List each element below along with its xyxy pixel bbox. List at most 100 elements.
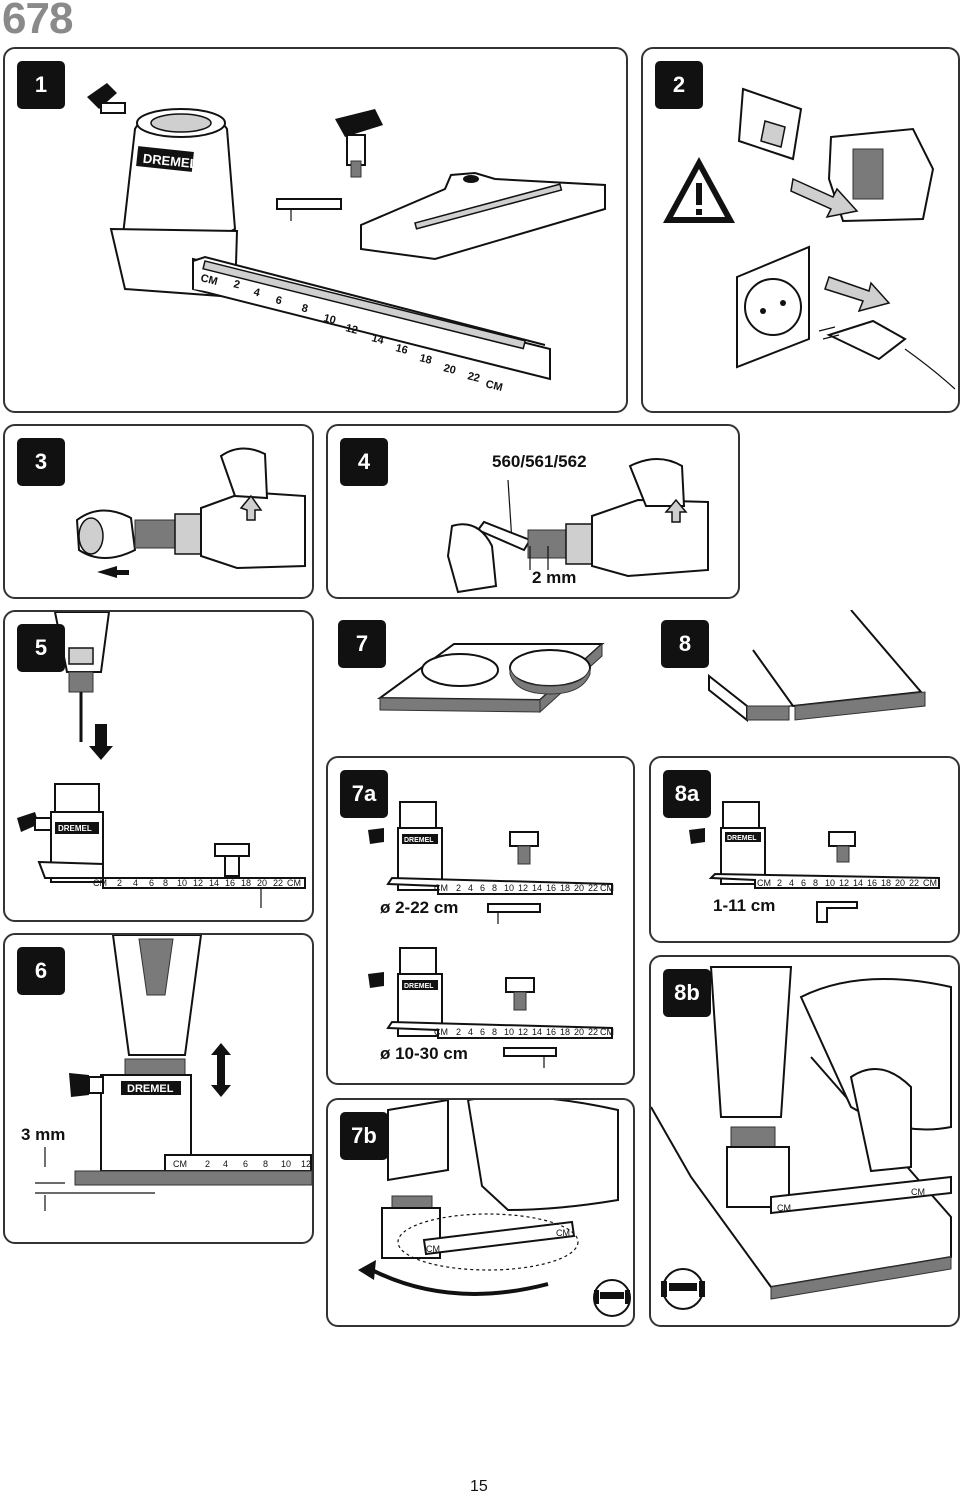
arrow-left-icon bbox=[97, 566, 117, 578]
svg-text:6: 6 bbox=[274, 294, 283, 307]
panel-step-8: 8 bbox=[649, 610, 956, 740]
svg-text:2: 2 bbox=[777, 878, 782, 888]
svg-text:12: 12 bbox=[193, 878, 203, 888]
svg-text:12: 12 bbox=[301, 1159, 311, 1169]
power-socket-icon bbox=[736, 245, 810, 369]
svg-text:CM: CM bbox=[923, 878, 937, 888]
svg-text:6: 6 bbox=[149, 878, 154, 888]
straight-cut-board-illustration bbox=[708, 610, 926, 723]
svg-text:4: 4 bbox=[468, 883, 473, 893]
bit-codes-label: 560/561/562 bbox=[492, 452, 587, 471]
svg-text:CM: CM bbox=[757, 878, 771, 888]
svg-text:6: 6 bbox=[480, 883, 485, 893]
svg-text:18: 18 bbox=[241, 878, 251, 888]
up-down-arrow-icon bbox=[211, 1043, 231, 1097]
svg-text:2: 2 bbox=[232, 278, 241, 291]
svg-text:18: 18 bbox=[881, 878, 891, 888]
warning-icon bbox=[663, 157, 735, 223]
svg-text:16: 16 bbox=[394, 342, 409, 357]
svg-text:CM: CM bbox=[911, 1187, 925, 1197]
svg-text:4: 4 bbox=[468, 1027, 473, 1037]
insert-bit-illustration bbox=[446, 458, 709, 594]
svg-text:CM: CM bbox=[600, 1027, 614, 1037]
svg-text:CM: CM bbox=[173, 1159, 187, 1169]
step-badge: 8b bbox=[663, 969, 711, 1017]
svg-text:CM: CM bbox=[556, 1228, 570, 1238]
diameter-range-small: ø 2-22 cm bbox=[380, 898, 459, 917]
step-badge: 7 bbox=[338, 620, 386, 668]
svg-text:6: 6 bbox=[480, 1027, 485, 1037]
clamp-knob-icon bbox=[87, 83, 117, 109]
svg-text:DREMEL: DREMEL bbox=[58, 824, 92, 833]
svg-text:14: 14 bbox=[532, 1027, 542, 1037]
svg-text:10: 10 bbox=[281, 1159, 291, 1169]
step-badge: 2 bbox=[655, 61, 703, 109]
svg-text:20: 20 bbox=[574, 1027, 584, 1037]
circle-cutter-assembly-illustration: DREMEL CM 2 4 6 8 10 12 14 16 18 20 22 C… bbox=[87, 83, 606, 394]
svg-text:20: 20 bbox=[895, 878, 905, 888]
svg-text:12: 12 bbox=[839, 878, 849, 888]
step-badge: 5 bbox=[17, 624, 65, 672]
svg-text:16: 16 bbox=[225, 878, 235, 888]
svg-text:CM: CM bbox=[600, 883, 614, 893]
straight-cutting-illustration: CM CM bbox=[651, 966, 952, 1310]
svg-text:DREMEL: DREMEL bbox=[404, 983, 434, 990]
svg-text:10: 10 bbox=[825, 878, 835, 888]
svg-text:CM: CM bbox=[434, 1027, 448, 1037]
panel-step-2: 2 bbox=[641, 47, 960, 413]
svg-text:22: 22 bbox=[273, 878, 283, 888]
svg-text:22: 22 bbox=[909, 878, 919, 888]
svg-text:10: 10 bbox=[504, 883, 514, 893]
svg-text:20: 20 bbox=[442, 362, 457, 377]
svg-text:22: 22 bbox=[588, 1027, 598, 1037]
safety-goggles-ear-protection-icon bbox=[661, 1268, 705, 1310]
svg-text:10: 10 bbox=[504, 1027, 514, 1037]
svg-text:14: 14 bbox=[209, 878, 219, 888]
svg-text:8: 8 bbox=[492, 1027, 497, 1037]
svg-text:4: 4 bbox=[223, 1159, 228, 1169]
svg-text:10: 10 bbox=[322, 312, 337, 327]
svg-text:16: 16 bbox=[546, 883, 556, 893]
circle-cutting-illustration: CM CM bbox=[358, 1100, 631, 1317]
unplug-tool-illustration bbox=[663, 87, 956, 390]
svg-text:2: 2 bbox=[205, 1159, 210, 1169]
circle-cut-board-illustration bbox=[376, 642, 605, 714]
svg-text:8: 8 bbox=[813, 878, 818, 888]
rotation-arrow-icon bbox=[367, 1266, 549, 1296]
pivot-knob-icon bbox=[335, 109, 383, 137]
svg-text:18: 18 bbox=[418, 352, 433, 367]
svg-text:2: 2 bbox=[117, 878, 122, 888]
svg-text:20: 20 bbox=[574, 883, 584, 893]
step-badge: 8 bbox=[661, 620, 709, 668]
svg-text:18: 18 bbox=[560, 883, 570, 893]
step-badge: 4 bbox=[340, 438, 388, 486]
svg-text:8: 8 bbox=[263, 1159, 268, 1169]
svg-text:CM: CM bbox=[287, 878, 301, 888]
step-badge: 7a bbox=[340, 770, 388, 818]
panel-step-4: 4 560/561/562 2 mm bbox=[326, 424, 740, 599]
svg-text:12: 12 bbox=[518, 883, 528, 893]
remove-nosecap-illustration bbox=[75, 447, 306, 578]
model-number: 678 bbox=[2, 0, 73, 43]
svg-text:4: 4 bbox=[133, 878, 138, 888]
svg-text:CM: CM bbox=[199, 272, 219, 288]
panel-step-7: 7 bbox=[326, 610, 633, 740]
svg-text:CM: CM bbox=[426, 1244, 440, 1254]
safety-goggles-ear-protection-icon bbox=[593, 1279, 631, 1317]
svg-text:8: 8 bbox=[163, 878, 168, 888]
panel-step-3: 3 bbox=[3, 424, 314, 599]
svg-text:18: 18 bbox=[560, 1027, 570, 1037]
svg-text:14: 14 bbox=[532, 883, 542, 893]
step-badge: 8a bbox=[663, 770, 711, 818]
svg-text:12: 12 bbox=[344, 322, 359, 337]
bit-length-label: 2 mm bbox=[532, 568, 577, 587]
svg-text:16: 16 bbox=[546, 1027, 556, 1037]
step-badge: 7b bbox=[340, 1112, 388, 1160]
